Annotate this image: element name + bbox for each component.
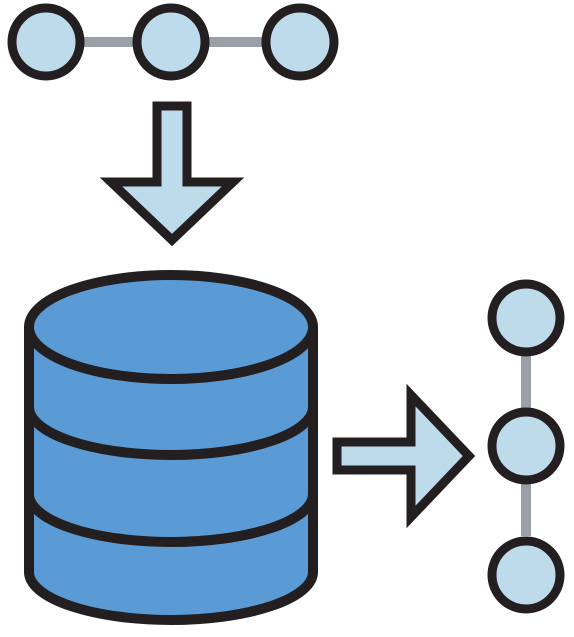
- node-circle: [487, 279, 565, 357]
- database-top: [24, 270, 318, 384]
- node-circle: [261, 3, 339, 81]
- node-circle: [132, 3, 210, 81]
- right-arrow-icon: [332, 383, 476, 529]
- node-circle: [487, 407, 565, 485]
- database-band-line: [24, 493, 318, 547]
- database-body: [24, 322, 318, 625]
- database-band-line: [24, 406, 318, 460]
- output-node-chain: [487, 279, 565, 614]
- database-icon: [24, 270, 318, 625]
- down-arrow-icon: [99, 101, 245, 247]
- node-circle: [487, 536, 565, 614]
- node-circle: [7, 3, 85, 81]
- input-node-chain: [7, 3, 339, 81]
